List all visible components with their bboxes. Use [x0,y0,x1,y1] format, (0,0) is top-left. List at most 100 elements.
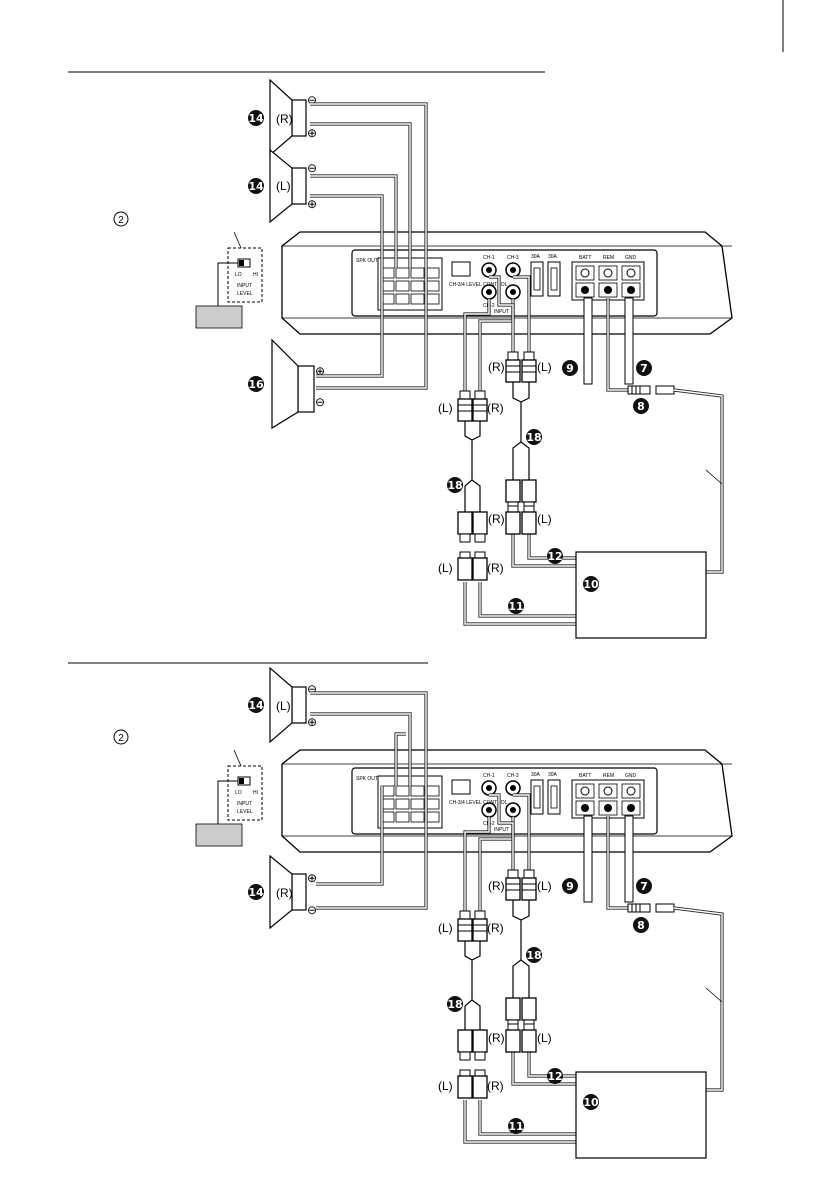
input-label: INPUT [494,309,509,315]
badge-icon [547,1068,563,1084]
badge-icon [248,697,264,713]
badge-12: 12 [547,1070,562,1083]
speaker-bottom-left: (L) ⊖ ⊕ 14 [248,666,317,744]
ch1-label: CH-1 [483,773,495,779]
badge-icon [526,429,542,445]
rca-label-l: (L) [537,512,552,526]
rca-label-r: (R) [487,561,504,575]
fuses [530,261,561,297]
badge-10: 10 [583,1096,599,1109]
rca-input-jacks [481,780,521,818]
input-label: INPUT [494,827,509,833]
badge-icon [248,110,264,126]
ch3-label: CH-3 [507,255,519,261]
fuse-2-label: 30A [548,772,558,778]
badge-8: 8 [637,400,645,413]
rca-label-l: (L) [438,921,453,935]
speaker-bottom-left-plus: ⊕ [307,715,317,729]
badge-8: 8 [637,919,645,932]
power-terminals [571,261,645,301]
speaker-top-left: (L) ⊖ ⊕ 14 [248,148,317,224]
badge-14: 14 [248,699,264,712]
badge-icon [636,878,652,894]
switch-title-2: LEVEL [237,809,253,815]
badge-18: 18 [526,949,541,962]
speaker-top-left-minus: ⊖ [307,161,317,175]
input-level-switch: LO HI INPUT LEVEL [195,749,263,847]
power-terminals [571,779,645,819]
rca-label-r: (R) [488,360,505,374]
rca-label-r: (R) [487,1079,504,1093]
badge-icon [526,947,542,963]
badge-18: 18 [447,998,462,1011]
speaker-bottom-right-plus: ⊕ [307,871,317,885]
speaker-bottom-right-channel: (R) [276,886,293,900]
rca-label-r: (R) [487,401,504,415]
badge-icon [447,477,463,493]
badge-icon [583,1094,599,1110]
badge-18: 18 [447,479,462,492]
rca-label-r: (R) [488,512,505,526]
speaker-top-right: (R) ⊖ ⊕ 14 [248,78,317,157]
badge-11: 11 [508,600,523,613]
circled-number-icon [113,729,129,745]
level-control-port[interactable] [451,261,471,277]
top-diagram: (R) ⊖ ⊕ 14 (L) ⊖ ⊕ 14 2 LO HI INPUT [68,71,733,639]
badge-9: 9 [566,362,574,375]
badge-14: 14 [248,886,264,899]
rca-input-jacks [481,262,521,300]
speaker-top-left-channel: (L) [276,179,291,193]
speaker-wires-bottom [310,691,428,910]
badge-icon [547,548,563,564]
rca-label-l: (L) [438,401,453,415]
head-unit-box [575,551,707,639]
rca-label-l: (L) [537,360,552,374]
rca-label-l: (L) [537,879,552,893]
badge-icon [248,376,264,392]
badge-10: 10 [583,578,599,591]
badge-icon [633,917,649,933]
batt-label: BATT [579,255,591,261]
spk-out-label: SPK OUT [356,258,378,264]
badge-icon [248,884,264,900]
amplifier-bottom: SPK OUT CH-3/4 LEVEL CONTROL [281,749,733,853]
speaker-bottom-right: (R) ⊕ ⊖ 14 [248,854,317,930]
ch3-label: CH-3 [507,773,519,779]
badge-icon [562,360,578,376]
badge-14: 14 [248,180,264,193]
speaker-top-left-plus: ⊕ [307,197,317,211]
switch-title-2: LEVEL [237,291,253,297]
ch1-label: CH-1 [483,255,495,261]
subwoofer-plus: ⊕ [315,364,325,378]
grey-label-box [195,305,243,329]
switch-title-1: INPUT [237,801,252,807]
rem-label: REM [603,773,614,779]
rca-label-l: (L) [438,561,453,575]
rem-label: REM [603,255,614,261]
badge-14: 14 [248,112,264,125]
speaker-bottom-left-channel: (L) [276,699,291,713]
circled-number-icon [113,211,129,227]
subwoofer: ⊕ ⊖ 16 [248,338,325,430]
switch-lo: LO [235,790,242,796]
speaker-wires-top [310,102,428,390]
badge-7: 7 [640,362,648,375]
amplifier-top: SPK OUT CH-3/4 LEVEL CONTROL [281,231,733,335]
switch-lo: LO [235,272,242,278]
badge-11: 11 [508,1120,523,1133]
badge-16: 16 [248,378,264,391]
head-unit-box [575,1071,707,1159]
fuses [530,779,561,815]
level-control-label: CH-3/4 LEVEL CONTROL [449,800,508,806]
badge-icon [636,360,652,376]
rca-label-r: (R) [487,921,504,935]
level-control-port[interactable] [451,779,471,795]
badge-icon [508,1118,524,1134]
speaker-top-right-minus: ⊖ [307,93,317,107]
badge-icon [633,398,649,414]
speaker-bottom-left-minus: ⊖ [307,682,317,696]
badge-18: 18 [526,431,541,444]
speaker-bottom-right-minus: ⊖ [307,903,317,917]
subwoofer-minus: ⊖ [315,395,325,409]
